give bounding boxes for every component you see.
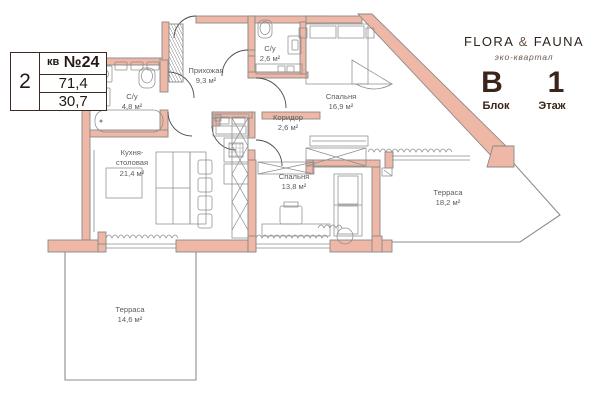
- room-label-terrace-right: Терраса 18,2 м²: [412, 188, 484, 209]
- room-label-bedroom-large: Спальня 16,9 м²: [305, 92, 377, 113]
- brand-subtitle: эко-квартал: [494, 52, 554, 62]
- room-name: Спальня: [325, 92, 357, 101]
- room-area: 14,6 м²: [117, 315, 143, 325]
- room-label-kitchen-dining: Кухня- столовая 21,4 м²: [94, 148, 170, 179]
- room-name-line1: Кухня-: [120, 148, 144, 157]
- block-floor-labels: Блок Этаж: [455, 100, 593, 112]
- brand-name-right: FAUNA: [533, 34, 585, 49]
- room-area: 9,3 м²: [195, 76, 217, 86]
- brand-block: FLORA & FAUNA эко-квартал B 1 Блок Этаж: [455, 34, 593, 112]
- apartment-number-row: кв №24: [40, 53, 107, 75]
- info-table-right: кв №24 71,4 30,7: [40, 53, 107, 110]
- windows: [89, 150, 470, 249]
- brand-ampersand: &: [518, 34, 529, 49]
- room-label-bathroom-guest: С/у 2,6 м²: [240, 44, 300, 65]
- area-living: 30,7: [58, 93, 88, 110]
- room-label-hallway: Прихожая 9,3 м²: [166, 66, 246, 87]
- room-area: 21,4 м²: [119, 168, 145, 178]
- room-label-terrace-bottom: Терраса 14,6 м²: [94, 305, 166, 326]
- brand-name-left: FLORA: [463, 34, 514, 49]
- floor-label: Этаж: [538, 100, 566, 112]
- block-label: Блок: [482, 100, 510, 112]
- room-name-line2: столовая: [115, 158, 149, 168]
- area-total: 71,4: [40, 75, 107, 93]
- room-label-bathroom-main: С/у 4,8 м²: [100, 92, 164, 113]
- block-value: B: [481, 66, 503, 99]
- room-label-bedroom-small: Спальня 13,8 м²: [258, 172, 330, 193]
- door-swings: [167, 15, 287, 167]
- apartment-number: №24: [63, 54, 100, 71]
- room-name: Терраса: [433, 188, 463, 197]
- room-count: 2: [11, 53, 40, 110]
- room-area: 2,6 м²: [259, 54, 281, 64]
- fixtures-and-furniture: [94, 19, 394, 245]
- room-name: Терраса: [115, 305, 145, 314]
- apartment-info-table: 2 кв №24 71,4 30,7: [10, 52, 108, 111]
- terrace-outlines: [64, 147, 561, 381]
- room-area: 16,9 м²: [328, 102, 354, 112]
- room-area: 2,6 м²: [277, 123, 299, 133]
- room-label-corridor: Коридор 2,6 м²: [255, 113, 321, 134]
- room-name: Прихожая: [188, 66, 224, 75]
- floor-value: 1: [547, 66, 565, 99]
- railing-hatching: [105, 148, 453, 239]
- block-floor-values: B 1: [455, 68, 593, 98]
- apartment-label: кв: [47, 56, 60, 68]
- room-area: 18,2 м²: [435, 198, 461, 208]
- room-name: С/у: [126, 92, 138, 101]
- room-area: 13,8 м²: [281, 182, 307, 192]
- brand-name: FLORA & FAUNA: [455, 34, 593, 49]
- room-name: Коридор: [273, 113, 303, 122]
- room-area: 4,8 м²: [121, 102, 143, 112]
- room-name: Спальня: [278, 172, 310, 181]
- room-name: С/у: [264, 44, 276, 53]
